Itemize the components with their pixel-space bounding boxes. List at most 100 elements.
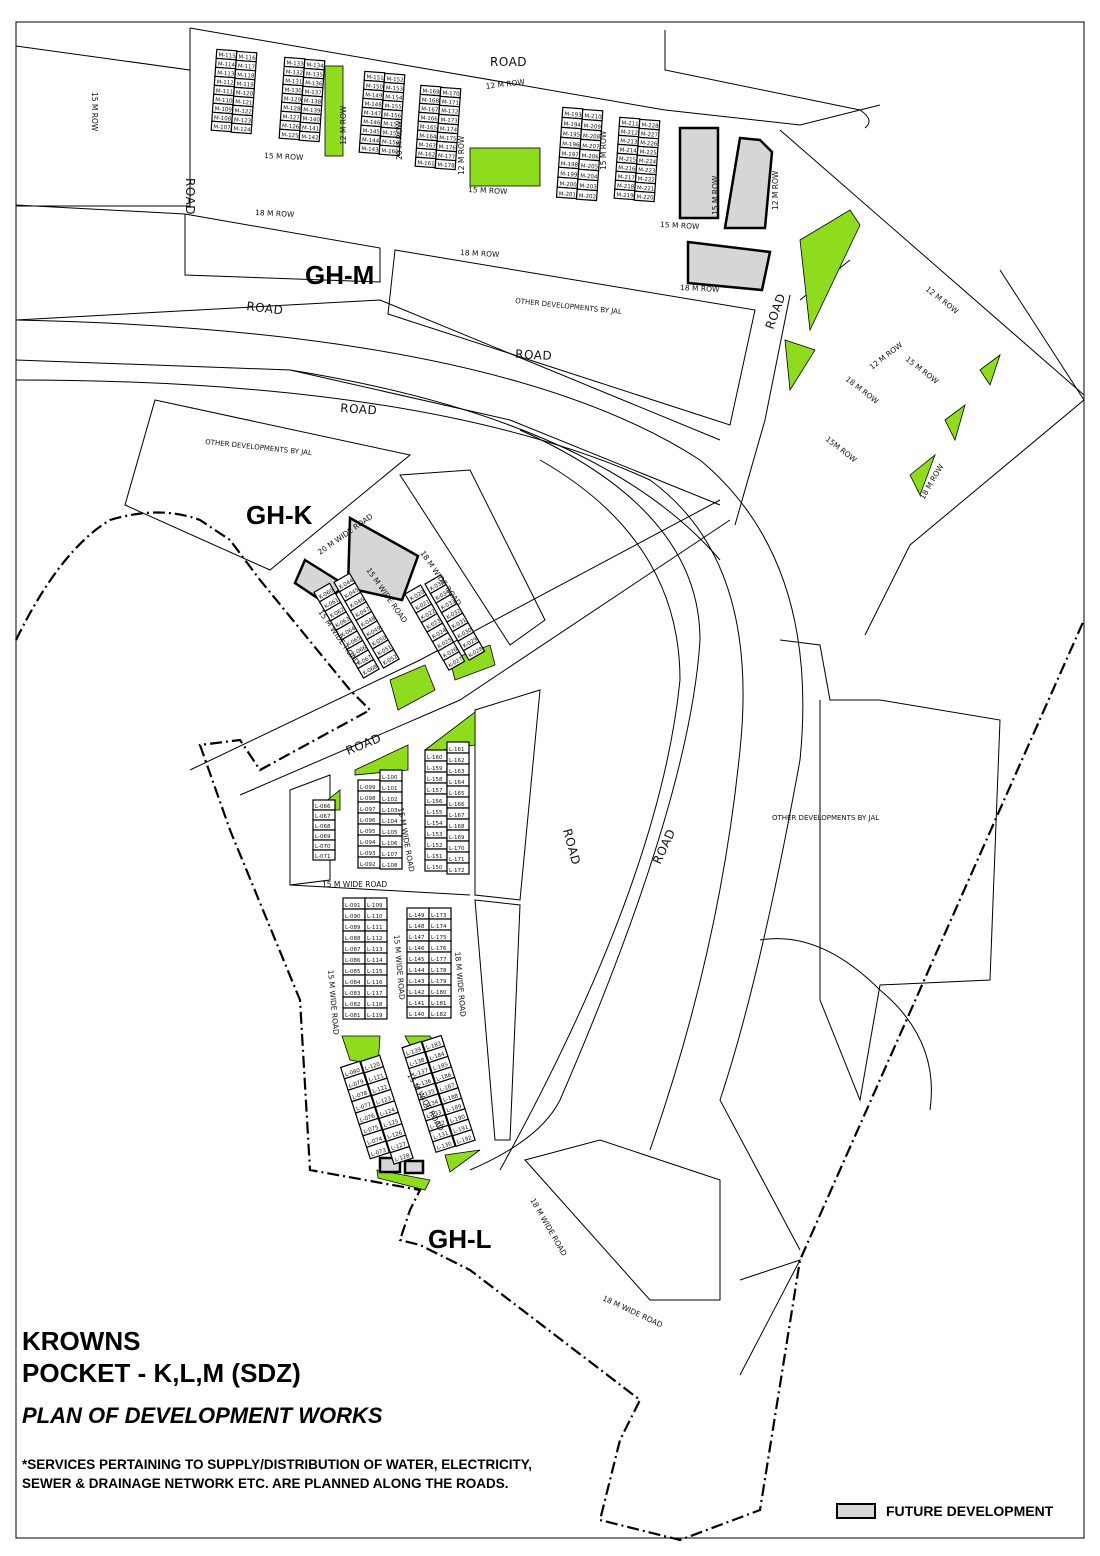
plot-label: M-210 [584,114,602,121]
plot-cell [365,1140,391,1160]
plot-label: L-163 [449,769,465,775]
plot-label: M-138 [304,98,322,105]
plot-label: M-165 [420,124,438,131]
plot-label: M-209 [583,124,601,131]
plot-label: L-161 [449,747,464,753]
plot-label: L-080 [344,1068,361,1079]
row-label-14m: 12 M ROW [457,135,466,175]
plot-label: L-140 [409,1012,425,1018]
plot-label: M-108 [214,115,232,122]
plot-label: L-188 [443,1093,460,1104]
plot-label: M-161 [417,160,435,167]
future-development-swatch [836,1503,876,1519]
plot-label: M-107 [213,124,231,131]
plot-label: M-119 [236,81,254,88]
plot-label: M-175 [439,135,457,142]
plot-label: L-147 [409,935,425,941]
plot-label: M-226 [640,140,658,147]
plot-label: L-179 [431,979,447,985]
plot-label: M-219 [616,192,634,199]
road-label-gh-k: ROAD [344,731,384,758]
title-block: KROWNS POCKET - K,L,M (SDZ) PLAN OF DEVE… [22,1325,582,1493]
road-label-central-2: ROAD [650,827,678,866]
plot-label: L-171 [449,857,464,863]
plot-label: L-146 [409,946,425,952]
plot-label: M-162 [418,151,436,158]
legend-future-development-label: FUTURE DEVELOPMENT [886,1503,1054,1519]
plot-label: M-147 [364,110,382,117]
plot-label: L-097 [360,807,376,813]
row-label-15m-b: 15 M ROW [468,185,508,196]
plot-label: L-181 [431,1001,446,1007]
plot-label: L-081 [345,1013,360,1019]
plot-label: L-078 [352,1090,369,1101]
plot-label: M-208 [583,133,601,140]
plot-label: L-144 [409,968,425,974]
plot-label: L-184 [429,1051,446,1062]
row-label-18m-b: 18 M ROW [460,248,500,259]
plot-label: M-171 [442,100,460,107]
plot-label: M-160 [381,148,399,155]
plot-label: M-156 [384,112,402,119]
plot-label: L-116 [367,980,383,986]
plot-label: L-124 [379,1107,396,1118]
plot-label: L-154 [427,821,443,827]
plot-label: L-108 [382,863,398,869]
plot-label: L-089 [345,925,361,931]
plot-cell [575,188,598,202]
plot-label: L-109 [367,903,383,909]
plot-label: M-122 [234,108,252,115]
plot-column-l_d2: L-109L-110L-111L-112L-113L-114L-115L-116… [364,897,388,1020]
plot-label: L-094 [360,840,376,846]
plot-label: L-132 [429,1120,446,1130]
plot-label: M-139 [303,107,321,114]
plot-column-l_g1: L-139L-138L-137L-136L-135L-134L-133L-132… [401,1040,456,1154]
plot-label: M-143 [361,146,379,153]
plot-label: M-227 [641,132,659,139]
plot-column-m_col12: M-228M-227M-226M-225M-224M-223M-222M-221… [633,118,661,203]
plot-cell [446,862,470,875]
plot-label: M-154 [385,94,403,101]
pocket-label-gh-k: GH-K [246,500,313,530]
plot-label: L-119 [367,1013,383,1019]
row-label-18m-a: 18 M ROW [255,208,295,219]
plot-cell [378,144,401,157]
wide-road-18m-l2: 18 M WIDE ROAD [528,1197,569,1258]
plot-label: M-157 [383,121,401,128]
plot-label: L-091 [345,903,360,909]
row-label-20m: 20 M ROW [395,120,404,160]
plot-label: M-211 [621,121,639,128]
other-dev-label-3: OTHER DEVELOPMENTS BY JAL [772,814,879,822]
row-label-12m-top: 12 M ROW [485,77,526,91]
row-label-15m-f: 15 M ROW [660,220,700,231]
plot-label: M-193 [564,112,582,119]
plot-label: L-086 [345,958,361,964]
plot-label: M-141 [302,125,320,132]
plot-label: M-203 [579,183,597,190]
plot-label: M-128 [283,105,301,112]
plot-label: M-111 [216,88,234,95]
row-label-15m-e: 15 M ROW [711,175,720,215]
plot-label: L-180 [431,990,447,996]
plot-label: M-202 [579,193,597,200]
plot-label: L-092 [360,862,375,868]
plot-label: M-123 [234,117,252,124]
wide-road-15m-l3: 15 M WIDE ROAD [392,934,407,1000]
plot-label: M-121 [235,99,253,106]
plot-column-l_c1: L-160L-159L-158L-157L-156L-155L-154L-153… [424,749,448,872]
plot-label: L-167 [449,813,465,819]
plot-label: L-123 [376,1096,393,1107]
plot-label: M-213 [620,138,638,145]
plot-column-m_col2: M-116M-117M-118M-119M-120M-121M-122M-123… [230,50,258,135]
plot-label: L-110 [367,914,383,920]
plot-label: L-158 [427,777,443,783]
plot-label: M-146 [363,119,381,126]
plot-column-m_col8: M-170M-171M-172M-173M-174M-175M-176M-177… [434,86,462,171]
plot-label: M-159 [382,139,400,146]
plot-label: L-102 [382,797,397,803]
road-label-top: ROAD [490,55,527,69]
plot-label: M-144 [362,137,380,144]
wide-road-18m-l3: 18 M WIDE ROAD [601,1294,664,1330]
row-label-12m-v: 12 M ROW [339,105,348,145]
